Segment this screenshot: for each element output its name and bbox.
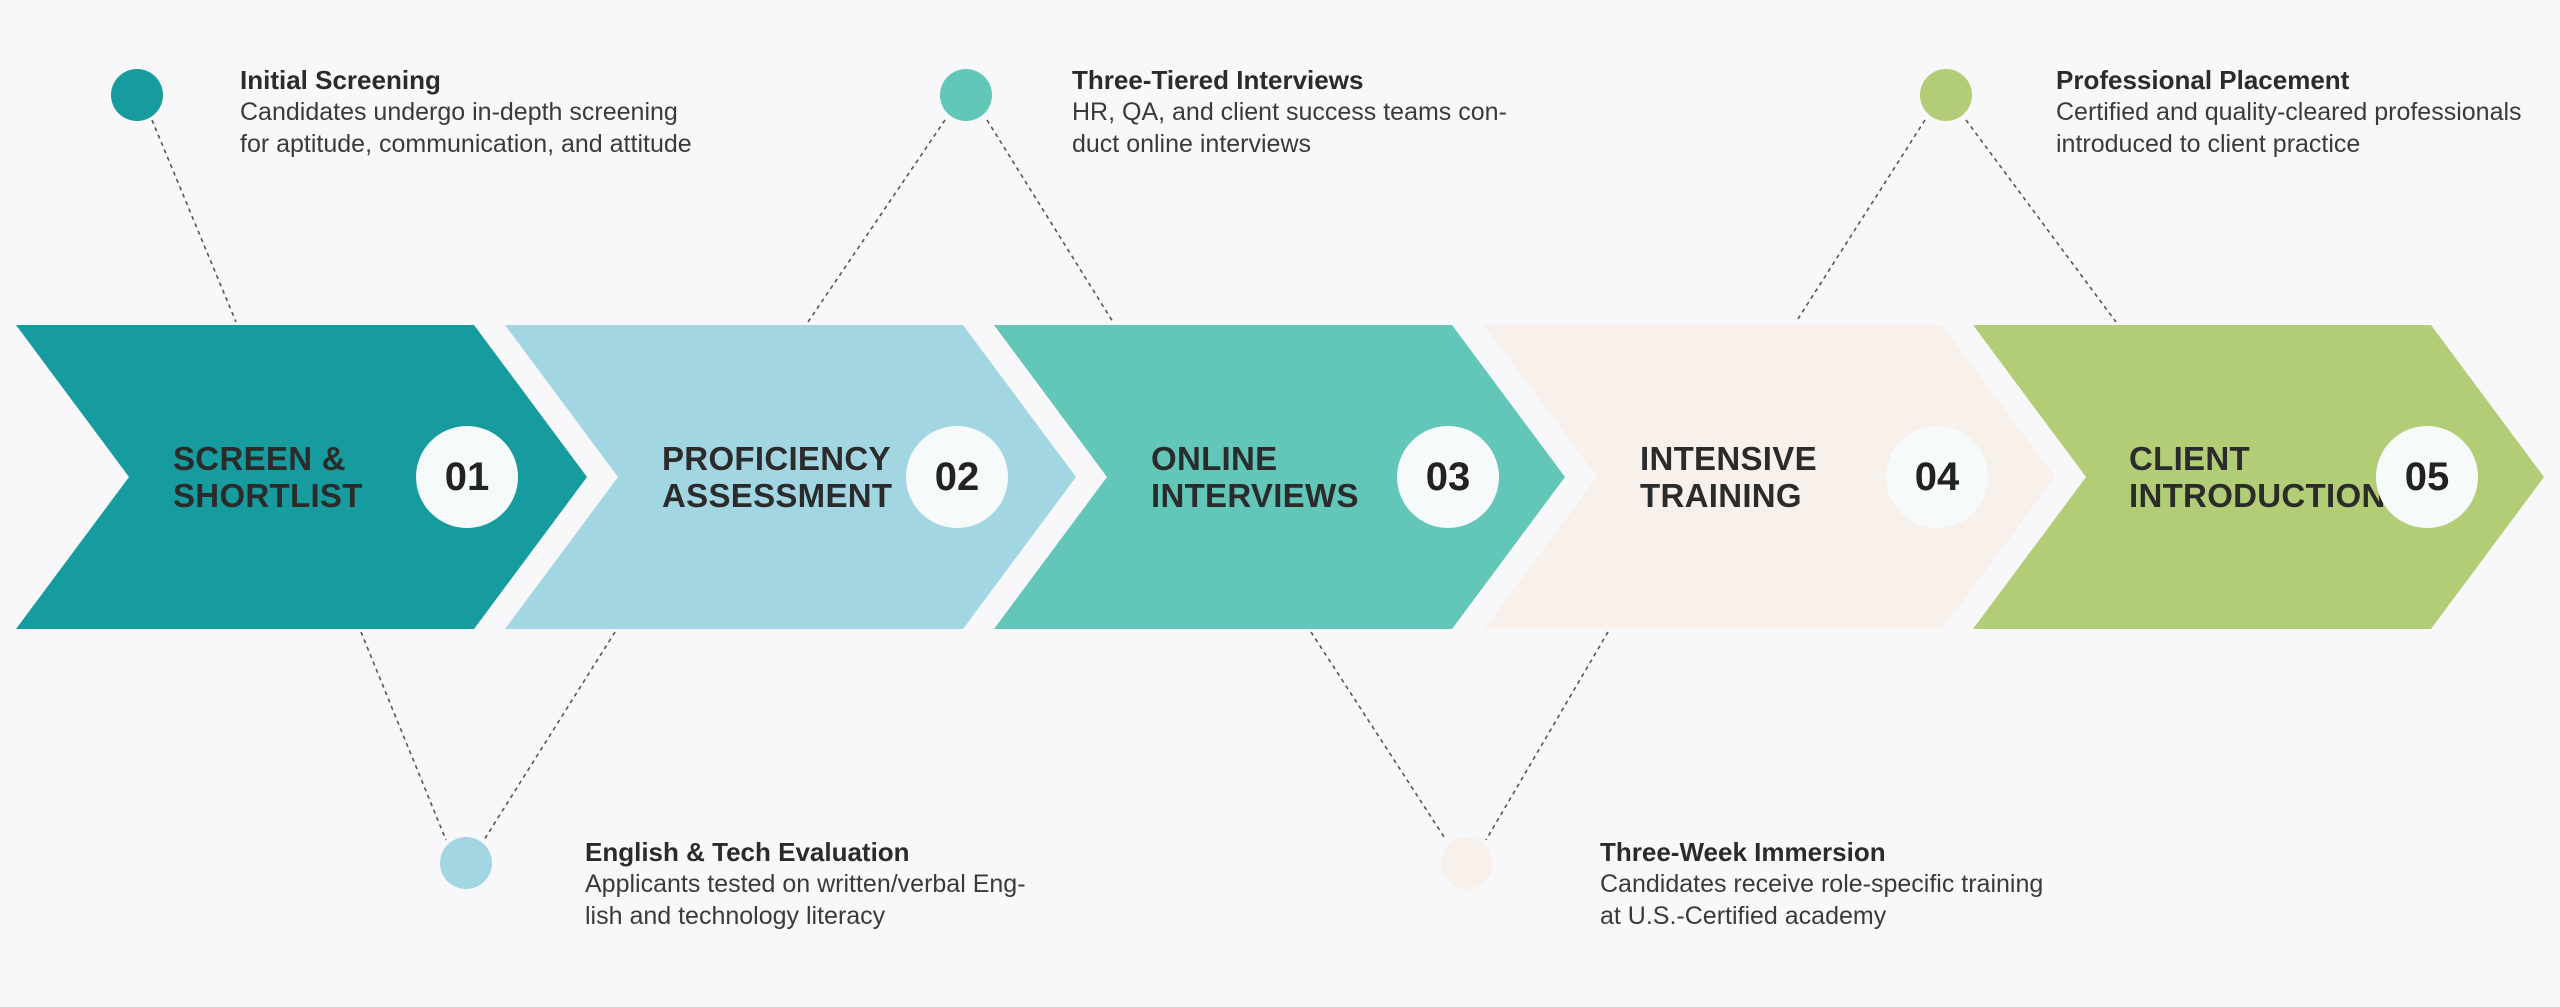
step-5-label: CLIENT INTRODUCTION: [2129, 440, 2386, 514]
step-5-label-line2: INTRODUCTION: [2129, 477, 2386, 514]
note-1-connector-1: [151, 119, 237, 323]
step-2-label-line2: ASSESSMENT: [662, 477, 893, 514]
note-4-description-line1: Candidates receive role-specific trainin…: [1600, 870, 2044, 898]
step-3-number-badge: 03: [1397, 426, 1499, 528]
note-dots: [111, 69, 1972, 889]
note-2-dot: [440, 837, 492, 889]
note-1-title: Initial Screening: [240, 65, 441, 95]
step-3-label-line1: ONLINE: [1151, 440, 1278, 477]
note-5-dot: [1920, 69, 1972, 121]
note-5-description-line2: introduced to client practice: [2056, 130, 2361, 158]
note-4-dot: [1441, 837, 1493, 889]
note-3-title: Three-Tiered Interviews: [1072, 65, 1364, 95]
step-1-label: SCREEN & SHORTLIST: [173, 440, 363, 514]
note-3-connector-1: [807, 119, 946, 323]
step-1-chevron: [16, 325, 587, 629]
step-1-label-line2: SHORTLIST: [173, 477, 363, 514]
step-4-label-line1: INTENSIVE: [1640, 440, 1817, 477]
step-4-label-line2: TRAINING: [1640, 477, 1802, 514]
note-4-description: Candidates receive role-specific trainin…: [1600, 868, 2120, 932]
note-5-description: Certified and quality-cleared profession…: [2056, 96, 2560, 160]
step-5-label-line1: CLIENT: [2129, 440, 2250, 477]
step-3-label-line2: INTERVIEWS: [1151, 477, 1359, 514]
step-4-label: INTENSIVE TRAINING: [1640, 440, 1817, 514]
note-2-description-line2: lish and technology literacy: [585, 902, 886, 930]
note-3-description-line1: HR, QA, and client success teams con-: [1072, 98, 1507, 126]
step-2-number-badge: 02: [906, 426, 1008, 528]
step-2-label-line1: PROFICIENCY: [662, 440, 891, 477]
note-2-description-line1: Applicants tested on written/verbal Eng-: [585, 870, 1026, 898]
note-3-description-line2: duct online interviews: [1072, 130, 1312, 158]
note-1-description-line2: for aptitude, communication, and attitud…: [240, 130, 692, 158]
note-three-week-immersion: Three-Week Immersion Candidates receive …: [1600, 836, 2120, 932]
note-2-description: Applicants tested on written/verbal Eng-…: [585, 868, 1105, 932]
note-4-title: Three-Week Immersion: [1600, 837, 1886, 867]
note-1-description-line1: Candidates undergo in-depth screening: [240, 98, 678, 126]
note-4-description-line2: at U.S.-Certified academy: [1600, 902, 1887, 930]
note-1-dot: [111, 69, 163, 121]
chevron-arrows: [16, 325, 2544, 629]
step-2-label: PROFICIENCY ASSESSMENT: [662, 440, 892, 514]
step-5-chevron: [1973, 325, 2544, 629]
note-4-connector-2: [1485, 631, 1609, 841]
step-3-chevron: [994, 325, 1565, 629]
note-5-title: Professional Placement: [2056, 65, 2350, 95]
step-4-chevron: [1484, 325, 2055, 629]
note-initial-screening: Initial Screening Candidates undergo in-…: [240, 64, 760, 160]
step-1-number-badge: 01: [416, 426, 518, 528]
note-5-connector-2: [1965, 119, 2117, 323]
step-2-chevron: [505, 325, 1076, 629]
note-2-connector-2: [483, 631, 616, 841]
step-4-number-badge: 04: [1886, 426, 1988, 528]
step-1-label-line1: SCREEN &: [173, 440, 346, 477]
note-4-connector-1: [1310, 631, 1447, 841]
note-3-description: HR, QA, and client success teams con- du…: [1072, 96, 1592, 160]
note-english-tech-evaluation: English & Tech Evaluation Applicants tes…: [585, 836, 1105, 932]
connector-lines: [151, 119, 2117, 841]
note-2-title: English & Tech Evaluation: [585, 837, 910, 867]
note-professional-placement: Professional Placement Certified and qua…: [2056, 64, 2560, 160]
note-5-description-line1: Certified and quality-cleared profession…: [2056, 98, 2522, 126]
step-3-label: ONLINE INTERVIEWS: [1151, 440, 1359, 514]
note-2-connector-1: [360, 631, 447, 841]
note-3-dot: [940, 69, 992, 121]
note-three-tiered-interviews: Three-Tiered Interviews HR, QA, and clie…: [1072, 64, 1592, 160]
note-5-connector-1: [1795, 119, 1926, 323]
step-5-number-badge: 05: [2376, 426, 2478, 528]
note-1-description: Candidates undergo in-depth screening fo…: [240, 96, 760, 160]
